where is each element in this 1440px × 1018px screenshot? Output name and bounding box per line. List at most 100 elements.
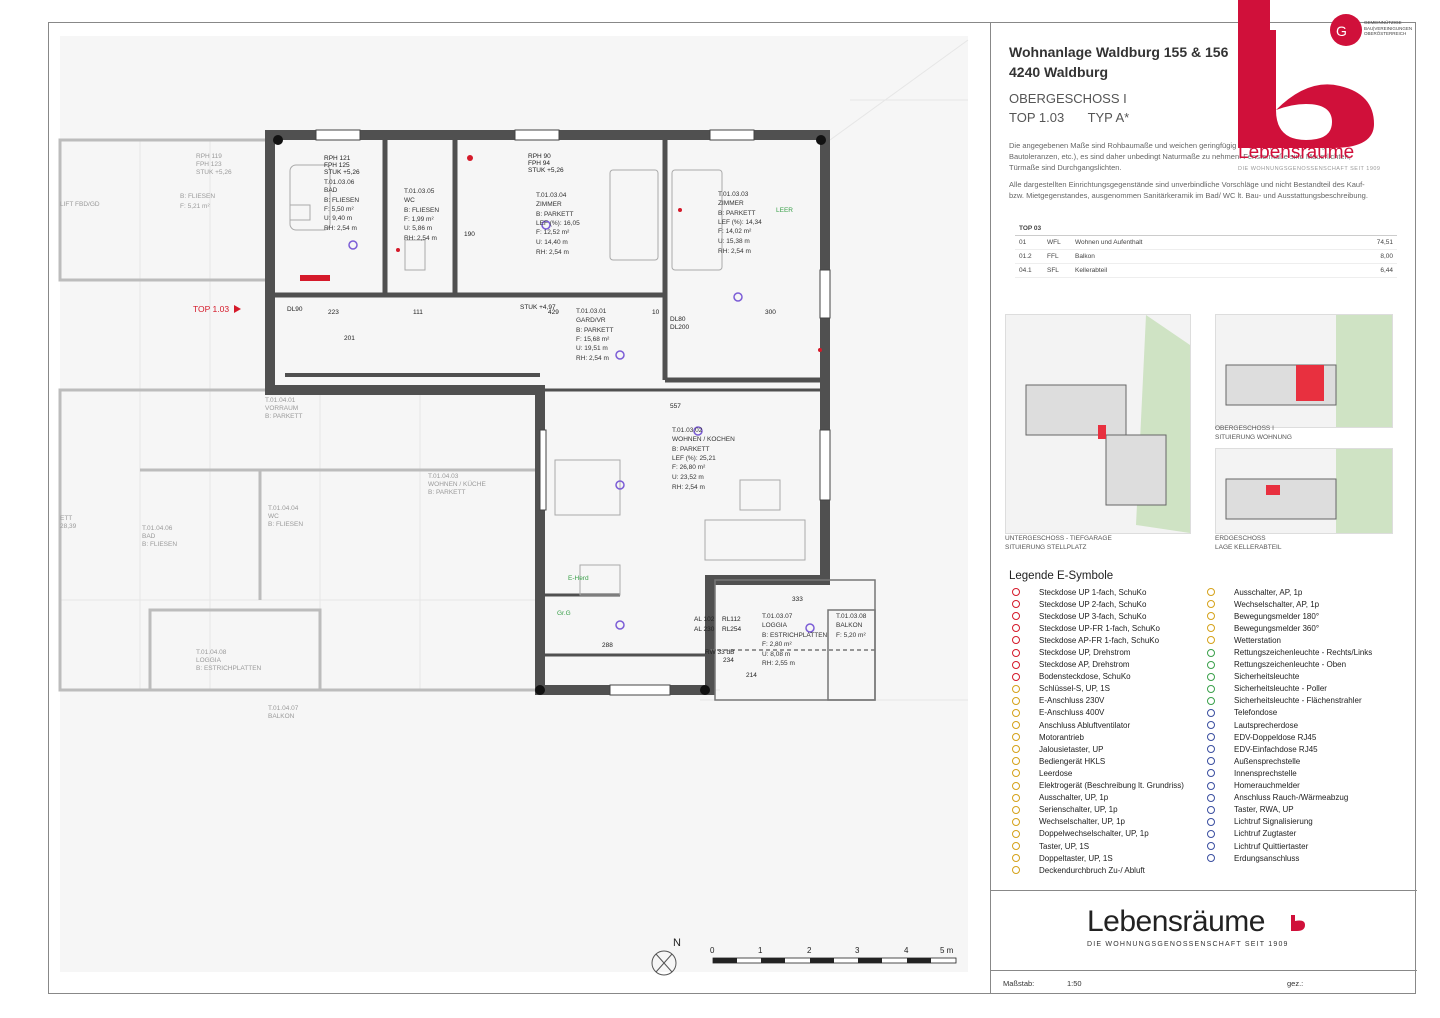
legend-label: Lichtruf Zugtaster [1234, 829, 1297, 839]
legend-item: Anschluss Rauch-/Wärmeabzug [1204, 792, 1399, 804]
room-height: RH: 2,54 m [718, 248, 751, 255]
logo-tagline: DIE WOHNUNGSGENOSSENSCHAFT SEIT 1909 [1238, 166, 1381, 172]
room-id: T.01.03.06 [324, 179, 355, 186]
svg-text:LIFT FBD/GD: LIFT FBD/GD [60, 201, 100, 208]
columns [273, 135, 826, 695]
legend-item: Ausschalter, AP, 1p [1204, 586, 1399, 598]
room-area: F: 12,52 m² [536, 229, 570, 236]
legend-label: Sicherheitsleuchte - Flächenstrahler [1234, 696, 1362, 706]
window-tag: STUK +5,26 [324, 169, 360, 176]
room-id: T.01.03.05 [404, 188, 435, 195]
legend-symbol-icon [1204, 768, 1218, 778]
svg-text:T.01.04.04: T.01.04.04 [268, 505, 299, 512]
title-block: Wohnanlage Waldburg 155 & 156 4240 Waldb… [990, 22, 1417, 995]
legend-symbol-icon [1204, 660, 1218, 670]
lebensraume-logo-icon: G [1238, 0, 1374, 148]
legend-item: Rettungszeichenleuchte - Rechts/Links [1204, 646, 1399, 658]
area-row: 01.2 FFL Balkon 8,00 [1015, 250, 1397, 264]
legend-symbol-icon [1204, 599, 1218, 609]
window-tag: E-Herd [568, 575, 589, 582]
legend-item: Doppelwechselschalter, UP, 1p [1009, 828, 1204, 840]
room-floor: B: FLIESEN [324, 197, 359, 204]
legend-item: Bodensteckdose, SchuKo [1009, 671, 1204, 683]
dim-label: 201 [344, 335, 355, 342]
area-name: Wohnen und Aufenthalt [1075, 239, 1143, 246]
site-highlight [1296, 365, 1324, 401]
top-marker-arrow [234, 305, 241, 313]
dim-label: 190 [464, 231, 475, 238]
dim-label: 10 [652, 309, 660, 316]
ceiling-lights [348, 220, 815, 633]
legend-label: Anschluss Rauch-/Wärmeabzug [1234, 793, 1349, 803]
room-floor: B: PARKETT [718, 210, 755, 217]
dim-label: 333 [792, 596, 803, 603]
window-tag: STUK +5,26 [528, 167, 564, 174]
room-labels: T.01.03.06 BAD B: FLIESEN F: 5,50 m² U: … [324, 179, 867, 667]
area-value: 8,00 [1380, 253, 1393, 260]
room-height: RH: 2,54 m [324, 225, 357, 232]
legend-symbol-icon [1204, 756, 1218, 766]
room-perimeter: U: 14,40 m [536, 239, 568, 246]
legend-item: Innensprechstelle [1204, 767, 1399, 779]
room-area: F: 1,99 m² [404, 216, 434, 223]
svg-text:BALKON: BALKON [268, 713, 295, 720]
legend-label: Taster, RWA, UP [1234, 805, 1294, 815]
site-plan-ug-drawing [1025, 315, 1190, 533]
legend-label: EDV-Einfachdose RJ45 [1234, 744, 1318, 754]
window-tag: DL80 [670, 316, 686, 323]
legend-symbol-icon [1009, 817, 1023, 827]
legend-label: Motorantrieb [1039, 732, 1084, 742]
legend-symbol-icon [1009, 732, 1023, 742]
legend-label: E-Anschluss 400V [1039, 708, 1105, 718]
dim-label: 234 [723, 657, 734, 664]
legend-symbol-icon [1204, 829, 1218, 839]
legend-item: Bewegungsmelder 180° [1204, 610, 1399, 622]
legend-item: Sicherheitsleuchte [1204, 671, 1399, 683]
legend-symbol-icon [1009, 635, 1023, 645]
legend-symbol-icon [1204, 587, 1218, 597]
room-id: T.01.03.04 [536, 192, 567, 199]
brand-block: Lebensräume DIE WOHNUNGSGENOSSENSCHAFT S… [991, 890, 1417, 971]
legend: Legende E-Symbole Steckdose UP 1-fach, S… [1009, 570, 1409, 876]
legend-symbol-icon [1009, 841, 1023, 851]
legend-item: Taster, RWA, UP [1204, 804, 1399, 816]
legend-symbol-icon [1204, 841, 1218, 851]
site-highlight [1098, 425, 1106, 439]
title-footer: Maßstab: 1:50 gez.: [991, 970, 1417, 995]
legend-label: Bodensteckdose, SchuKo [1039, 672, 1131, 682]
legend-item: Sicherheitsleuchte - Poller [1204, 683, 1399, 695]
legend-label: Steckdose UP 1-fach, SchuKo [1039, 587, 1147, 597]
legend-item: Steckdose AP-FR 1-fach, SchuKo [1009, 634, 1204, 646]
legend-item: Bediengerät HKLS [1009, 755, 1204, 767]
legend-symbol-icon [1009, 865, 1023, 875]
checked-label: gez.: [1287, 979, 1304, 988]
legend-symbol-icon [1009, 793, 1023, 803]
furniture [289, 164, 806, 596]
legend-label: Lichtruf Quittiertaster [1234, 841, 1309, 851]
legend-item: Sicherheitsleuchte - Flächenstrahler [1204, 695, 1399, 707]
room-floor: B: PARKETT [536, 211, 573, 218]
drawing-sheet-frame [48, 22, 1416, 994]
legend-item: Steckdose UP 3-fach, SchuKo [1009, 610, 1204, 622]
dim-label: 223 [328, 309, 339, 316]
site-label-ug: UNTERGESCHOSS - TIEFGARAGE SITUIERUNG ST… [1005, 535, 1112, 551]
room-height: RH: 2,54 m [404, 235, 437, 242]
window-tag: AL 230 [694, 626, 715, 633]
dim-label: 300 [765, 309, 776, 316]
legend-label: Wechselschalter, AP, 1p [1234, 599, 1320, 609]
room-perimeter: U: 9,40 m [324, 215, 352, 222]
room-name: ZIMMER [536, 201, 562, 208]
dim-label: 214 [746, 672, 757, 679]
legend-symbol-icon [1204, 720, 1218, 730]
scale-tick: 2 [807, 946, 812, 955]
room-floor: B: ESTRICHPLATTEN [762, 632, 828, 639]
room-perimeter: U: 15,38 m [718, 238, 750, 245]
svg-text:B: FLIESEN: B: FLIESEN [268, 521, 303, 528]
north-arrow-icon: N [651, 937, 681, 976]
legend-label: Taster, UP, 1S [1039, 841, 1090, 851]
legend-label: Telefondose [1234, 708, 1278, 718]
legend-symbol-icon [1009, 720, 1023, 730]
legend-item: Taster, UP, 1S [1009, 840, 1204, 852]
project-title: Wohnanlage Waldburg 155 & 156 4240 Waldb… [1009, 42, 1228, 82]
